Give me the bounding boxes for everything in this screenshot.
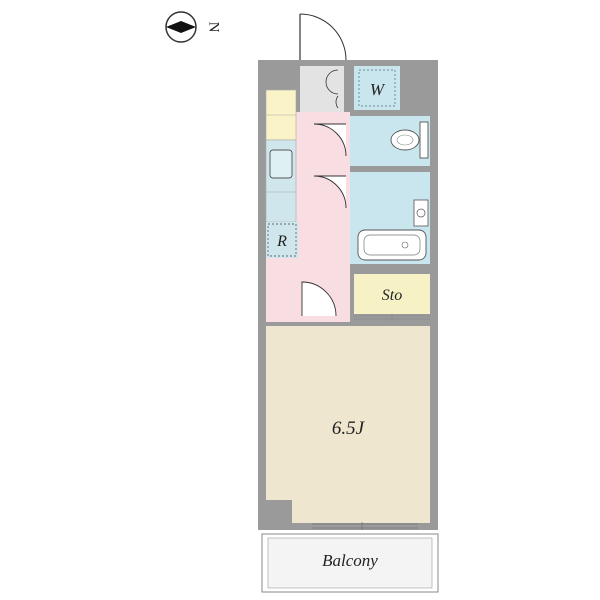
interior-doors xyxy=(301,123,347,317)
washbasin-icon xyxy=(413,199,429,227)
fridge-space: R xyxy=(266,222,298,258)
balcony-label: Balcony xyxy=(322,551,378,570)
compass: N xyxy=(165,11,222,43)
storage-label: Sto xyxy=(382,287,402,304)
compass-needle-icon xyxy=(166,27,196,33)
bathtub-icon xyxy=(357,229,427,261)
main-room: 6.5J xyxy=(266,326,430,523)
kitchen xyxy=(265,89,297,223)
entrance-door xyxy=(299,13,347,62)
fridge-label: R xyxy=(276,233,287,250)
bathroom xyxy=(350,172,430,264)
balcony-window xyxy=(312,522,418,530)
entry-floor xyxy=(300,66,344,112)
balcony: Balcony xyxy=(261,533,439,593)
sink-icon xyxy=(269,149,293,179)
bath-drain-icon xyxy=(401,241,409,249)
toilet-tank-icon xyxy=(419,121,429,159)
toilet-icon xyxy=(390,129,420,151)
washer-space: W xyxy=(354,66,400,110)
main-room-label: 6.5J xyxy=(332,418,366,439)
storage-room: Sto xyxy=(354,274,430,321)
toilet-room xyxy=(350,116,430,166)
compass-north-label: N xyxy=(206,22,222,33)
washer-label: W xyxy=(370,80,386,99)
